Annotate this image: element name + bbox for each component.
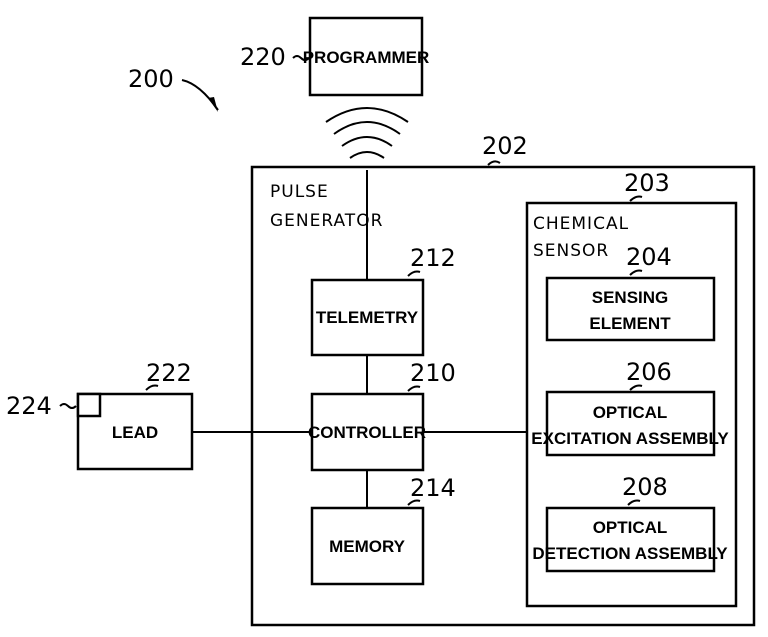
controller-ref: 210 — [410, 359, 456, 387]
sensing-element-line2: ELEMENT — [589, 314, 671, 333]
memory-label: MEMORY — [329, 537, 406, 556]
chemical-sensor-label-line1: CHEMICAL — [533, 214, 629, 234]
chemical-sensor-ref: 203 — [624, 169, 670, 197]
optical-excitation-line2: EXCITATION ASSEMBLY — [531, 429, 729, 448]
figure-ref-arrow — [182, 80, 218, 110]
pulse-generator-ref: 202 — [482, 132, 528, 160]
optical-detection-line2: DETECTION ASSEMBLY — [532, 544, 728, 563]
sensing-element-line1: SENSING — [592, 288, 669, 307]
optical-detection-line1: OPTICAL — [593, 518, 668, 537]
sensing-element-ref: 204 — [626, 243, 672, 271]
programmer-label: PROGRAMMER — [303, 48, 430, 67]
controller-label: CONTROLLER — [308, 423, 426, 442]
lead-tip-leader — [60, 404, 76, 408]
telemetry-ref: 212 — [410, 244, 456, 272]
figure-ref-label: 200 — [128, 65, 174, 93]
memory-ref: 214 — [410, 474, 456, 502]
wireless-signal-icon — [326, 108, 408, 158]
lead-tip-ref: 224 — [6, 392, 52, 420]
figure-ref-arrowhead — [208, 97, 218, 112]
optical-detection-ref: 208 — [622, 473, 668, 501]
optical-excitation-line1: OPTICAL — [593, 403, 668, 422]
programmer-ref: 220 — [240, 43, 286, 71]
lead-label: LEAD — [112, 423, 158, 442]
lead-tip — [78, 394, 100, 416]
lead-ref: 222 — [146, 359, 192, 387]
pulse-generator-leader — [488, 161, 500, 165]
optical-excitation-ref: 206 — [626, 358, 672, 386]
telemetry-label: TELEMETRY — [316, 308, 419, 327]
chemical-sensor-label-line2: SENSOR — [533, 241, 609, 261]
pulse-generator-label-line1: PULSE — [270, 182, 329, 202]
